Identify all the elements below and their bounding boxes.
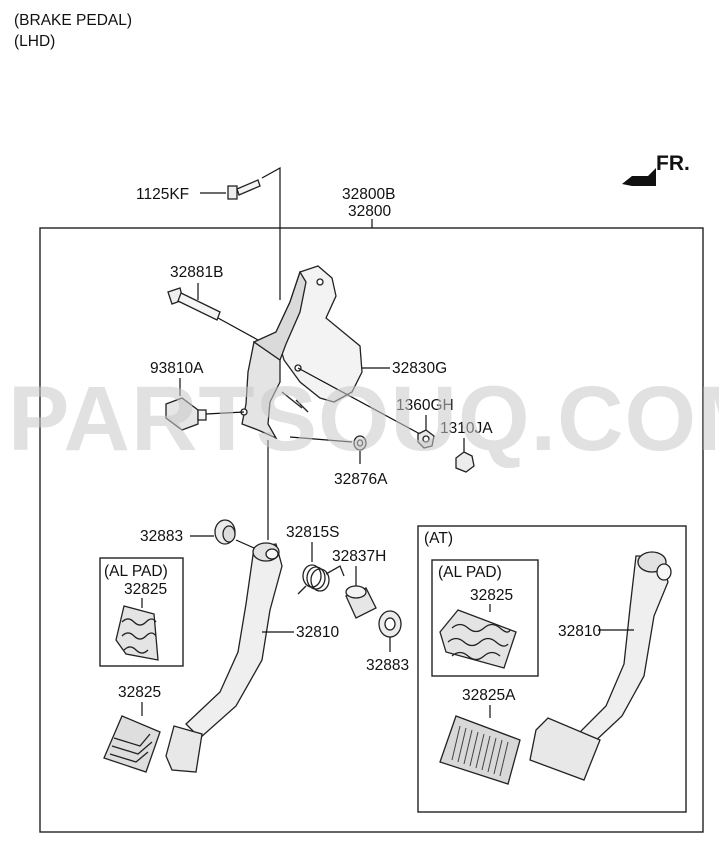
- at-box-title: (AT): [424, 530, 453, 547]
- leader-1125KF-bracket: [261, 166, 281, 300]
- callout-32837H[interactable]: 32837H: [332, 548, 386, 565]
- brake-pedal-arm-32810: [165, 542, 283, 773]
- leader-switch-bracket: [205, 411, 245, 415]
- at-brake-pedal-arm-32810: [529, 551, 672, 781]
- callout-1360GH[interactable]: 1360GH: [396, 397, 454, 414]
- leader-bush-bracket: [289, 436, 353, 443]
- at-rubber-pedal-pad-32825A: [439, 715, 521, 785]
- callout-alpad-32825[interactable]: 32825: [124, 581, 167, 598]
- callout-pad-32825[interactable]: 32825: [118, 684, 161, 701]
- callout-32810[interactable]: 32810: [296, 624, 339, 641]
- nut-1310JA: [455, 451, 475, 473]
- at-al-pad-box-title: (AL PAD): [438, 564, 502, 581]
- callout-at-32810[interactable]: 32810: [558, 623, 601, 640]
- stop-lamp-switch-93810A: [165, 397, 207, 431]
- at-box: [417, 525, 687, 813]
- callout-32883-right[interactable]: 32883: [366, 657, 409, 674]
- callout-at-alpad-32825[interactable]: 32825: [470, 587, 513, 604]
- callout-32815S[interactable]: 32815S: [286, 524, 339, 541]
- leader-32881B-bracket: [217, 317, 259, 341]
- front-direction-arrow-icon: [622, 168, 656, 186]
- at-al-pedal-pad-32825: [439, 609, 517, 669]
- callout-at-32825A[interactable]: 32825A: [462, 687, 516, 704]
- callout-1125KF[interactable]: 1125KF: [136, 186, 189, 203]
- callout-32883-left[interactable]: 32883: [140, 528, 183, 545]
- callout-32876A[interactable]: 32876A: [334, 471, 388, 488]
- callout-1310JA[interactable]: 1310JA: [440, 420, 493, 437]
- bush-32876A: [353, 435, 367, 451]
- return-spring-32815S: [297, 564, 345, 595]
- leader-bracket-to-nut: [297, 367, 421, 435]
- al-pedal-pad-32825: [115, 605, 159, 661]
- callout-32800[interactable]: 32800: [348, 203, 391, 220]
- al-pad-box: [99, 557, 184, 667]
- leader-bush-to-pedal: [235, 539, 255, 549]
- at-al-pad-box: [431, 559, 539, 677]
- bush-32883-left: [214, 519, 236, 545]
- callout-32800B[interactable]: 32800B: [342, 186, 395, 203]
- sleeve-32837H: [345, 585, 377, 619]
- rubber-pedal-pad-32825: [103, 715, 161, 773]
- pedal-bracket-32830G: [240, 265, 363, 440]
- bolt-32881B: [167, 287, 221, 321]
- callout-32830G[interactable]: 32830G: [392, 360, 447, 377]
- header-title: (BRAKE PEDAL): [14, 12, 132, 29]
- callout-93810A[interactable]: 93810A: [150, 360, 204, 377]
- watermark: PARTSOUQ.COM: [8, 368, 719, 470]
- bolt-1125KF: [227, 179, 261, 200]
- bush-32883-right: [378, 610, 402, 638]
- callout-32881B[interactable]: 32881B: [170, 264, 223, 281]
- al-pad-box-title: (AL PAD): [104, 563, 168, 580]
- nut-1360GH: [417, 429, 435, 449]
- header-subtitle: (LHD): [14, 33, 55, 50]
- front-direction-label: FR.: [656, 152, 690, 175]
